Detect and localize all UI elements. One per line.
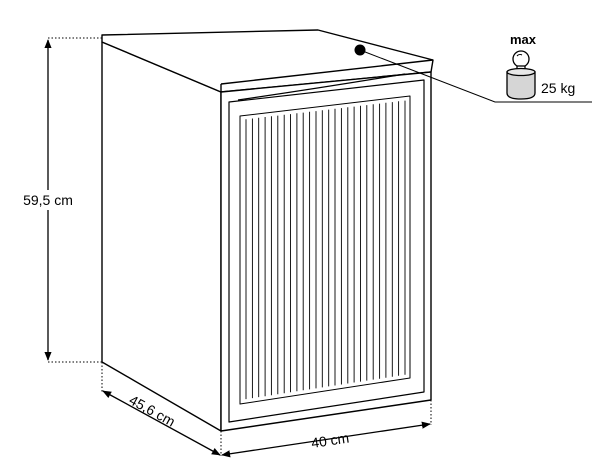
cabinet xyxy=(101,29,434,432)
door-flutes xyxy=(245,100,406,400)
height-dimension: 59,5 cm xyxy=(18,37,102,363)
max-load-value: 25 kg xyxy=(541,80,575,96)
width-label: 40 cm xyxy=(310,430,350,451)
leader-line xyxy=(359,49,592,103)
max-load-callout: max 25 kg xyxy=(354,32,592,103)
door-inner-frame xyxy=(239,95,411,405)
width-dimension: 40 cm xyxy=(221,400,432,458)
cabinet-side-panel xyxy=(101,41,222,432)
weight-icon xyxy=(506,50,536,100)
depth-arrow-icon xyxy=(102,390,221,456)
door-handle xyxy=(237,73,406,101)
max-label: max xyxy=(510,32,537,47)
width-arrow-icon xyxy=(221,421,431,458)
height-label: 59,5 cm xyxy=(23,192,73,208)
